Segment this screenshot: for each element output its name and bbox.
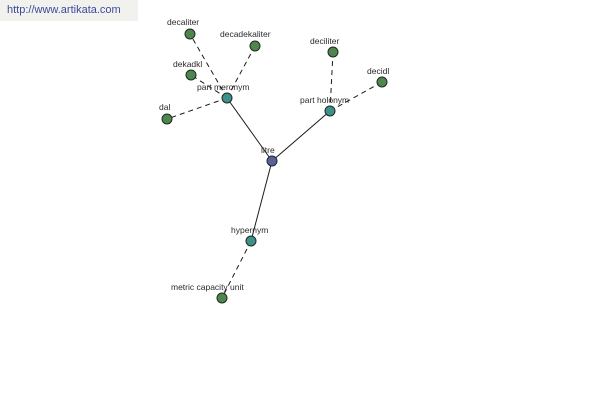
node-label-part-meronym: part meronym (197, 82, 249, 92)
edge-litre-to-part-holonym (271, 110, 331, 162)
edge-part-meronym-to-decadekaliter (226, 45, 256, 99)
node-label-dekadkl: dekadkl (173, 59, 202, 69)
edge-litre-to-part-meronym (226, 97, 273, 162)
node-dekadkl[interactable] (185, 69, 197, 81)
node-label-decidl: decidl (367, 66, 389, 76)
node-label-dal: dal (159, 102, 170, 112)
edge-hypernym-to-metric-capacity-unit (221, 240, 252, 299)
edges-layer (166, 33, 383, 299)
watermark-link[interactable]: http://www.artikata.com (0, 0, 138, 21)
node-label-decaliter: decaliter (167, 17, 199, 27)
node-label-hypernym: hypernym (231, 225, 268, 235)
edge-part-meronym-to-decaliter (189, 33, 228, 99)
edge-part-meronym-to-dekadkl (190, 74, 228, 99)
node-metric-capacity-unit[interactable] (216, 292, 228, 304)
node-part-holonym[interactable] (324, 105, 336, 117)
node-hypernym[interactable] (245, 235, 257, 247)
node-litre[interactable] (266, 155, 278, 167)
node-deciliter[interactable] (327, 46, 339, 58)
edge-part-holonym-to-decidl (329, 81, 383, 112)
node-label-decadekaliter: decadekaliter (220, 29, 271, 39)
node-dal[interactable] (161, 113, 173, 125)
nodes-layer (161, 28, 388, 304)
edge-part-meronym-to-dal (166, 97, 228, 120)
node-label-metric-capacity-unit: metric capacity unit (171, 282, 244, 292)
node-decidl[interactable] (376, 76, 388, 88)
node-decadekaliter[interactable] (249, 40, 261, 52)
edge-litre-to-hypernym (250, 160, 273, 242)
node-part-meronym[interactable] (221, 92, 233, 104)
node-label-litre: litre (261, 145, 275, 155)
node-decaliter[interactable] (184, 28, 196, 40)
node-label-part-holonym: part holonym (300, 95, 349, 105)
node-label-deciliter: deciliter (310, 36, 339, 46)
edge-part-holonym-to-deciliter (329, 51, 334, 112)
labels-layer: litre part meronym part holonym hypernym dec… (159, 17, 389, 292)
